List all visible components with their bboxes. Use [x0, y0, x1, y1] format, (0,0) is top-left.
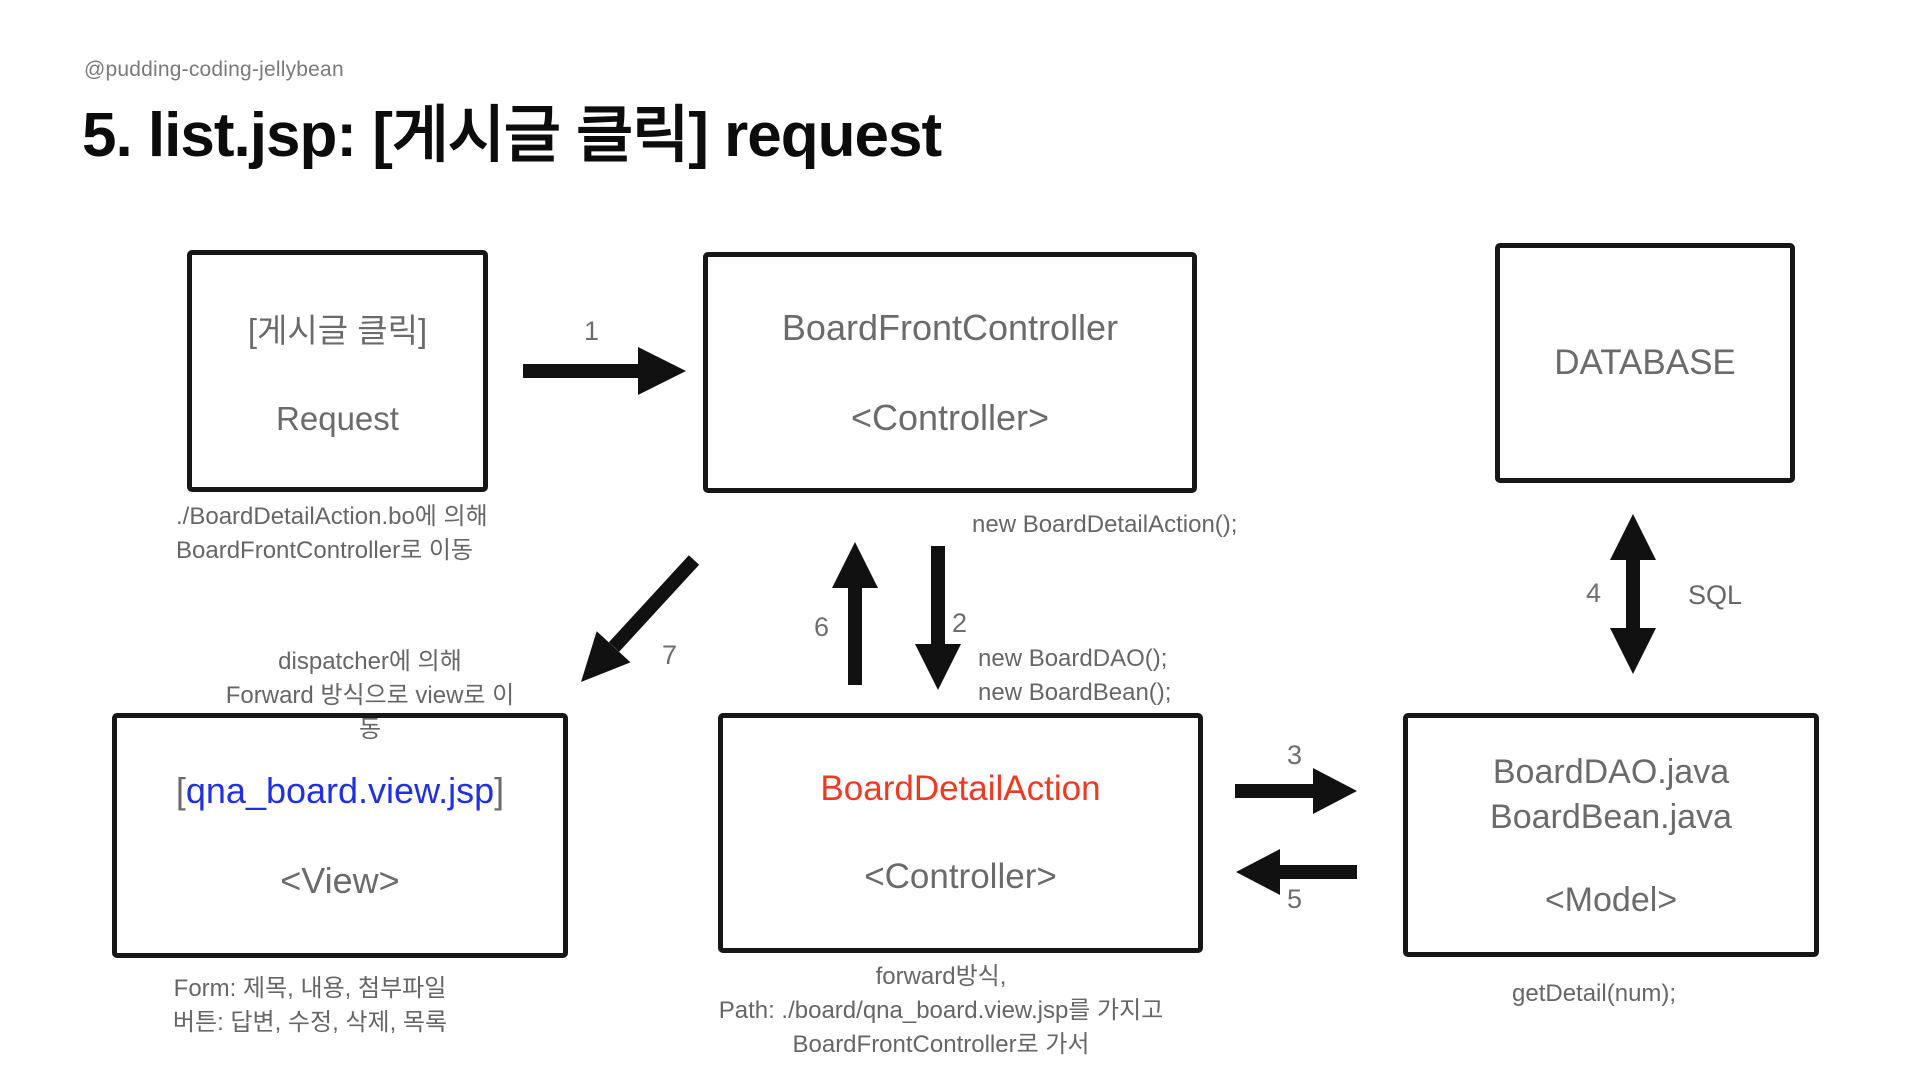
arrow-left-step5-icon	[1236, 849, 1357, 895]
new-dao-note: new BoardDAO(); new BoardBean();	[978, 642, 1171, 710]
arrow-double-vertical-step4-icon	[1610, 514, 1656, 674]
form-note-line2: 버튼: 답변, 수정, 삭제, 목록	[172, 1009, 448, 1036]
forward-note: forward방식, Path: ./board/qna_board.view.…	[711, 960, 1171, 1062]
arrow-up-step6-icon	[832, 542, 878, 685]
arrow-diagonal-step7-icon	[581, 555, 700, 682]
view-bracket-open: [	[175, 769, 186, 811]
board-detail-action-name: BoardDetailAction	[820, 769, 1101, 808]
sql-label: SQL	[1688, 580, 1743, 610]
request-box-line1: [게시글 클릭]	[247, 312, 428, 349]
forward-note-line2: Path: ./board/qna_board.view.jsp를 가지고	[718, 997, 1164, 1024]
board-front-controller-role: <Controller>	[850, 396, 1050, 438]
step-label-4: 4	[1586, 578, 1602, 608]
database-label: DATABASE	[1554, 343, 1736, 382]
view-bracket-close: ]	[494, 769, 505, 811]
form-note-line1: Form: 제목, 내용, 첨부파일	[173, 975, 447, 1002]
step-label-3: 3	[1287, 740, 1303, 770]
step-label-2: 2	[952, 608, 968, 638]
new-dao-note-line1: new BoardDAO();	[978, 645, 1168, 672]
page-title: 5. list.jsp: [게시글 클릭] request	[82, 101, 942, 170]
arrow-right-step1-icon	[523, 347, 686, 395]
step-label-1: 1	[584, 316, 600, 346]
arrow-down-step2-icon	[915, 546, 961, 690]
model-role: <Model>	[1544, 881, 1678, 920]
model-file2: BoardBean.java	[1490, 797, 1732, 836]
view-box-filename-line: [qna_board.view.jsp]	[176, 770, 504, 812]
board-detail-action-role: <Controller>	[864, 857, 1057, 896]
arrow-right-step3-icon	[1235, 768, 1357, 814]
request-box-line2: Request	[276, 400, 399, 437]
new-detail-action-note: new BoardDetailAction();	[972, 511, 1238, 538]
step-label-7: 7	[662, 640, 678, 670]
get-detail-note: getDetail(num);	[1512, 980, 1677, 1007]
dispatcher-note: dispatcher에 의해 Forward 방식으로 view로 이동	[225, 645, 515, 747]
request-box: [게시글 클릭] Request	[187, 250, 488, 492]
form-note: Form: 제목, 내용, 첨부파일 버튼: 답변, 수정, 삭제, 목록	[150, 972, 470, 1040]
forward-note-line1: forward방식,	[875, 963, 1007, 990]
database-box: DATABASE	[1495, 243, 1795, 483]
view-box-role: <View>	[280, 859, 400, 901]
forward-note-line3: BoardFrontController로 가서	[792, 1031, 1090, 1058]
step-label-6: 6	[814, 612, 830, 642]
model-box: BoardDAO.java BoardBean.java <Model>	[1403, 713, 1819, 957]
new-dao-note-line2: new BoardBean();	[978, 679, 1172, 706]
board-front-controller-box: BoardFrontController <Controller>	[703, 252, 1197, 493]
view-filename: qna_board.view.jsp	[185, 769, 495, 811]
dispatcher-note-line1: dispatcher에 의해	[278, 648, 462, 675]
step-label-5: 5	[1287, 884, 1303, 914]
request-note-line1: ./BoardDetailAction.bo에 의해	[176, 503, 488, 530]
author-handle: @pudding-coding-jellybean	[84, 58, 344, 81]
request-note: ./BoardDetailAction.bo에 의해 BoardFrontCon…	[176, 500, 488, 568]
view-box: [qna_board.view.jsp] <View>	[112, 713, 568, 958]
dispatcher-note-line2: Forward 방식으로 view로 이동	[225, 682, 515, 743]
model-file1: BoardDAO.java	[1492, 752, 1730, 791]
request-note-line2: BoardFrontController로 이동	[176, 537, 474, 564]
board-front-controller-name: BoardFrontController	[781, 306, 1119, 348]
board-detail-action-box: BoardDetailAction <Controller>	[718, 713, 1203, 953]
